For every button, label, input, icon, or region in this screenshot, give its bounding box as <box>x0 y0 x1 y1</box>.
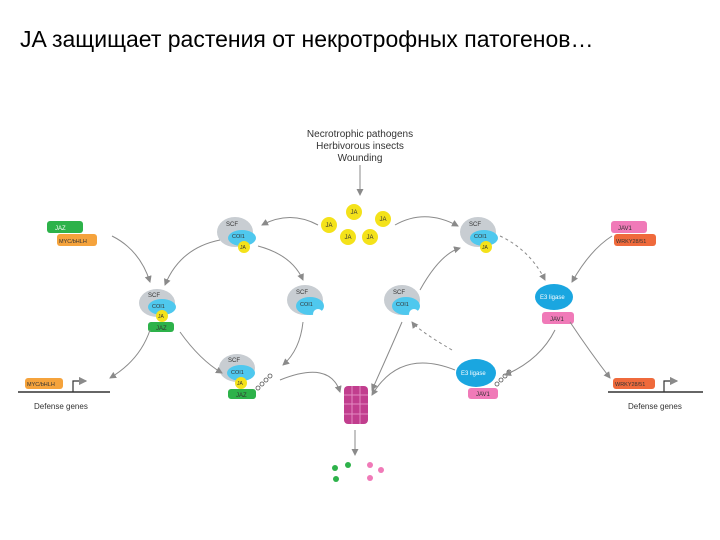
scf-coi1-ja-jaz-ubiquitinated: SCF COI1 JA JAZ <box>219 354 273 399</box>
svg-text:JA: JA <box>325 223 332 229</box>
svg-text:E3 ligase: E3 ligase <box>540 295 565 301</box>
svg-text:JAV1: JAV1 <box>550 317 565 323</box>
defense-genes-right-label: Defense genes <box>628 402 682 411</box>
svg-text:WRKY28/51: WRKY28/51 <box>615 382 645 388</box>
svg-text:SCF: SCF <box>226 222 238 228</box>
degraded-fragments <box>332 462 384 482</box>
svg-text:JAV1: JAV1 <box>618 226 633 232</box>
scf-coi1-empty-right: SCF COI1 <box>384 285 420 319</box>
svg-text:MYC/bHLH: MYC/bHLH <box>27 382 55 388</box>
stimuli-label: Necrotrophic pathogens Herbivorous insec… <box>307 129 413 164</box>
jav1-wrky-complex: JAV1 WRKY28/51 <box>611 221 656 246</box>
svg-text:COI1: COI1 <box>300 302 313 308</box>
svg-text:JA: JA <box>158 314 165 320</box>
svg-text:JA: JA <box>379 217 386 223</box>
defense-genes-left-label: Defense genes <box>34 402 88 411</box>
jaz-myc-complex: JAZ MYC/bHLH <box>47 221 97 246</box>
svg-text:SCF: SCF <box>469 222 481 228</box>
scf-coi1-ja-jaz-left: SCF COI1 JA JAZ <box>139 289 176 332</box>
scf-coi1-ja-top-left: SCF COI1 JA <box>217 217 256 253</box>
svg-text:JA: JA <box>240 245 247 251</box>
jaz-label: JAZ <box>55 226 66 232</box>
svg-text:JA: JA <box>344 235 351 241</box>
svg-text:COI1: COI1 <box>152 304 165 310</box>
svg-text:JA: JA <box>482 245 489 251</box>
proteasome <box>344 386 368 424</box>
pathway-arrows <box>109 216 613 396</box>
stimulus-wounding: Wounding <box>338 153 383 164</box>
e3-ligase-jav1-ubiquitinated: E3 ligase JAV1 <box>456 359 512 399</box>
e3-ligase-jav1-right: E3 ligase JAV1 <box>535 284 574 324</box>
svg-text:SCF: SCF <box>148 293 160 299</box>
ja-cluster: JA JA JA JA JA <box>321 204 391 245</box>
svg-text:JAZ: JAZ <box>156 326 167 332</box>
myc-label: MYC/bHLH <box>59 239 87 245</box>
defense-genes-right: WRKY28/51 Defense genes <box>608 376 703 411</box>
defense-genes-left: MYC/bHLH Defense genes <box>18 376 110 411</box>
svg-text:SCF: SCF <box>393 290 405 296</box>
svg-text:JAV1: JAV1 <box>476 392 491 398</box>
svg-text:JA: JA <box>237 381 244 387</box>
scf-coi1-empty-left: SCF COI1 <box>287 285 324 319</box>
svg-text:COI1: COI1 <box>232 234 245 240</box>
svg-text:SCF: SCF <box>296 290 308 296</box>
stimulus-herbivores: Herbivorous insects <box>316 141 404 152</box>
svg-text:JAZ: JAZ <box>236 393 247 399</box>
svg-text:COI1: COI1 <box>396 302 409 308</box>
svg-text:COI1: COI1 <box>231 370 244 376</box>
svg-text:JA: JA <box>366 235 373 241</box>
stimulus-necrotrophic: Necrotrophic pathogens <box>307 129 413 140</box>
svg-text:SCF: SCF <box>228 358 240 364</box>
svg-text:WRKY28/51: WRKY28/51 <box>616 239 646 245</box>
scf-coi1-ja-top-right: SCF COI1 JA <box>460 217 498 253</box>
svg-text:JA: JA <box>350 210 357 216</box>
slide-title: JA защищает растения от некротрофных пат… <box>20 26 594 52</box>
svg-text:E3 ligase: E3 ligase <box>461 371 486 377</box>
svg-text:COI1: COI1 <box>474 234 487 240</box>
